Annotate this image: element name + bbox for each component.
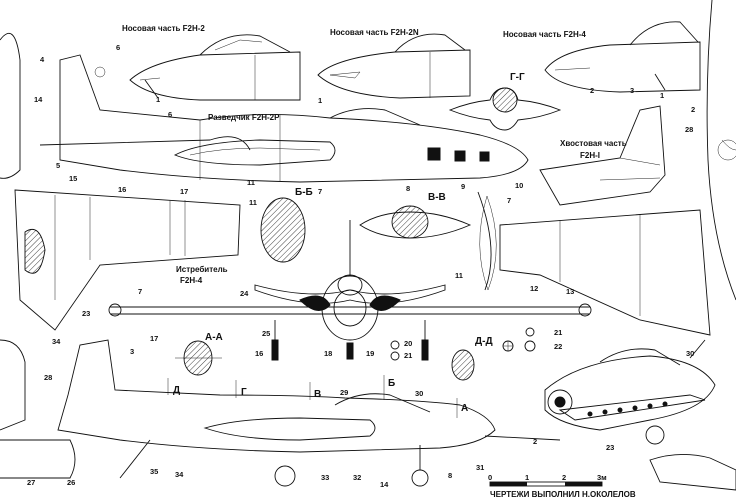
- callout-21a: 21: [404, 351, 412, 360]
- callout-8a: 8: [406, 184, 410, 193]
- bottom-left-partial-view: [0, 339, 76, 479]
- callout-2c: 2: [533, 437, 537, 446]
- right-edge-partial-view: [706, 0, 736, 301]
- callout-32: 32: [353, 473, 361, 482]
- scale-label-0: 0: [488, 473, 492, 482]
- scale-label-2: 2: [562, 473, 566, 482]
- callout-14a: 14: [34, 95, 43, 104]
- tail-f2h1-title-2: F2H-I: [580, 151, 600, 160]
- callout-26: 26: [67, 478, 75, 487]
- callout-6a: 6: [116, 43, 120, 52]
- section-dd-title: Д-Д: [475, 336, 493, 347]
- callout-31: 31: [476, 463, 484, 472]
- callout-2b: 2: [691, 105, 695, 114]
- section-vv-drawing: [359, 205, 472, 239]
- scale-label-3m: 3м: [597, 473, 607, 482]
- callout-8b: 8: [448, 471, 452, 480]
- callout-2a: 2: [590, 86, 594, 95]
- callout-35: 35: [150, 467, 158, 476]
- nose-f2h4-view: [544, 21, 701, 93]
- perspective-view: [544, 339, 736, 491]
- scale-bar: [489, 481, 603, 487]
- callout-30b: 30: [686, 349, 694, 358]
- callout-9: 9: [461, 182, 465, 191]
- callout-22: 22: [554, 342, 562, 351]
- recon-f2h2p-title: Разведчик F2H-2P: [208, 113, 280, 122]
- fighter-f2h4-title-1: Истребитель: [176, 265, 228, 274]
- section-mark-d: Д: [173, 385, 180, 396]
- section-vv-title: В-В: [428, 192, 446, 203]
- callout-6b: 6: [168, 110, 172, 119]
- callout-11c: 11: [455, 271, 463, 280]
- nose-f2h2-title: Носовая часть F2H-2: [122, 24, 205, 33]
- main-side-view: [57, 339, 561, 487]
- section-mark-a: А: [461, 403, 468, 414]
- callout-1c: 1: [660, 91, 664, 100]
- section-aa-title: А-А: [205, 332, 223, 343]
- callout-11b: 11: [249, 198, 257, 207]
- callout-28b: 28: [44, 373, 52, 382]
- left-partial-side-view: [0, 32, 251, 179]
- section-bb-title: Б-Б: [295, 187, 313, 198]
- callout-23b: 23: [606, 443, 614, 452]
- callout-34b: 34: [175, 470, 184, 479]
- callout-16a: 16: [118, 185, 126, 194]
- callout-7b: 7: [507, 196, 511, 205]
- drawing-credit: ЧЕРТЕЖИ ВЫПОЛНИЛ Н.ОКОЛЕЛОВ: [490, 490, 636, 499]
- callout-30a: 30: [415, 389, 423, 398]
- callout-3a: 3: [630, 86, 634, 95]
- recon-f2h2p-view: [59, 54, 529, 183]
- callout-3b: 3: [130, 347, 134, 356]
- tail-f2h1-title-1: Хвостовая часть: [560, 139, 627, 148]
- detail-symbols: [390, 327, 536, 361]
- left-wing-plan-view: [14, 189, 241, 331]
- callout-7a: 7: [318, 187, 322, 196]
- section-mark-b: Б: [388, 378, 395, 389]
- callout-21b: 21: [554, 328, 562, 337]
- callout-19: 19: [366, 349, 374, 358]
- callout-7c: 7: [138, 287, 142, 296]
- callout-10: 10: [515, 181, 523, 190]
- nose-f2h2-view: [129, 34, 301, 101]
- fighter-f2h4-title-2: F2H-4: [180, 276, 203, 285]
- nose-f2h2n-view: [317, 33, 471, 99]
- callout-34a: 34: [52, 337, 61, 346]
- callout-4: 4: [40, 55, 45, 64]
- section-dd-drawing: [451, 349, 475, 381]
- callout-12: 12: [530, 284, 538, 293]
- callout-1b: 1: [318, 96, 322, 105]
- callout-33: 33: [321, 473, 329, 482]
- section-mark-v: В: [314, 389, 321, 400]
- callout-5: 5: [56, 161, 60, 170]
- callout-15: 15: [69, 174, 77, 183]
- callout-17a: 17: [180, 187, 188, 196]
- tail-f2h1-view: [539, 105, 666, 206]
- callout-11a: 11: [247, 178, 255, 187]
- callout-13: 13: [566, 287, 574, 296]
- scale-label-1: 1: [525, 473, 529, 482]
- callout-20: 20: [404, 339, 412, 348]
- nose-f2h4-title: Носовая часть F2H-4: [503, 30, 586, 39]
- section-gg-title: Г-Г: [510, 72, 525, 83]
- callout-1a: 1: [156, 95, 160, 104]
- nose-f2h2n-title: Носовая часть F2H-2N: [330, 28, 419, 37]
- fighter-f2h4-front-view: [108, 220, 592, 361]
- callout-16b: 16: [255, 349, 263, 358]
- callout-29: 29: [340, 388, 348, 397]
- callout-27: 27: [27, 478, 35, 487]
- section-bb-drawing: [260, 197, 306, 263]
- right-wing-plan-view: [477, 191, 711, 336]
- callout-17b: 17: [150, 334, 158, 343]
- callout-18: 18: [324, 349, 332, 358]
- section-aa-drawing: [175, 340, 222, 376]
- callout-14b: 14: [380, 480, 389, 489]
- callout-24: 24: [240, 289, 249, 298]
- callout-28a: 28: [685, 125, 693, 134]
- callout-23a: 23: [82, 309, 90, 318]
- callout-25: 25: [262, 329, 270, 338]
- section-gg-drawing: [448, 87, 562, 131]
- section-mark-g: Г: [241, 387, 247, 398]
